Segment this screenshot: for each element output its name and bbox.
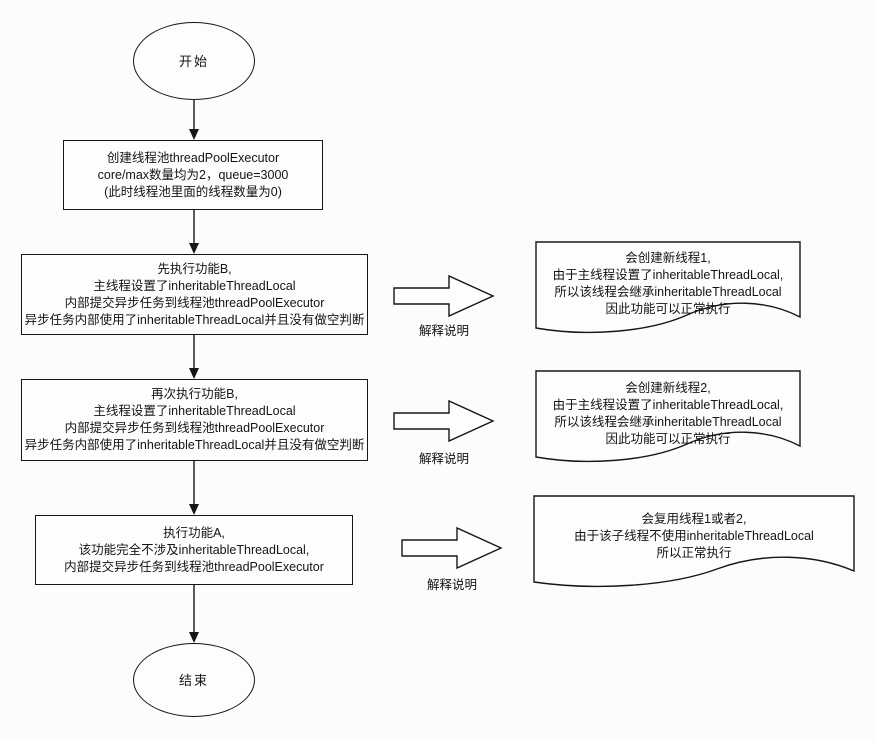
note-node-thread1: 会创建新线程1, 由于主线程设置了inheritableThreadLocal,… xyxy=(535,241,801,336)
note-text: 会创建新线程1, 由于主线程设置了inheritableThreadLocal,… xyxy=(552,251,784,316)
explain-arrow-icon-2 xyxy=(393,399,495,443)
process-create-threadpool: 创建线程池threadPoolExecutor core/max数量均为2，qu… xyxy=(63,140,323,210)
process-text: 先执行功能B, 主线程设置了inheritableThreadLocal 内部提… xyxy=(24,261,365,327)
end-node: 结束 xyxy=(133,643,255,717)
explain-arrow-icon-3 xyxy=(401,526,503,570)
note-text: 会复用线程1或者2, 由于该子线程不使用inheritableThreadLoc… xyxy=(574,512,814,560)
flow-arrow-step3-to-step4 xyxy=(189,461,199,515)
start-node: 开始 xyxy=(133,22,255,100)
process-run-b-first: 先执行功能B, 主线程设置了inheritableThreadLocal 内部提… xyxy=(21,254,368,335)
flow-arrow-start-to-step1 xyxy=(189,100,199,140)
explain-arrow-icon-1 xyxy=(393,274,495,318)
document-shape-icon xyxy=(533,495,855,590)
flow-arrow-step2-to-step3 xyxy=(189,335,199,379)
note-text: 会创建新线程2, 由于主线程设置了inheritableThreadLocal,… xyxy=(552,381,784,446)
process-text: 执行功能A, 该功能完全不涉及inheritableThreadLocal, 内… xyxy=(64,525,324,574)
note-node-thread2: 会创建新线程2, 由于主线程设置了inheritableThreadLocal,… xyxy=(535,370,801,465)
document-shape-icon xyxy=(535,370,801,465)
process-run-b-again: 再次执行功能B, 主线程设置了inheritableThreadLocal 内部… xyxy=(21,379,368,461)
process-text: 再次执行功能B, 主线程设置了inheritableThreadLocal 内部… xyxy=(24,387,365,452)
process-run-a: 执行功能A, 该功能完全不涉及inheritableThreadLocal, 内… xyxy=(35,515,353,585)
start-label: 开始 xyxy=(178,53,209,69)
explain-arrow-label-2: 解释说明 xyxy=(418,452,469,466)
document-shape-icon xyxy=(535,241,801,336)
process-text: 创建线程池threadPoolExecutor core/max数量均为2，qu… xyxy=(97,150,289,199)
note-node-reuse-thread: 会复用线程1或者2, 由于该子线程不使用inheritableThreadLoc… xyxy=(533,495,855,590)
flow-arrow-step1-to-step2 xyxy=(189,210,199,254)
explain-arrow-label-3: 解释说明 xyxy=(426,578,477,592)
end-label: 结束 xyxy=(178,672,209,688)
flow-arrow-step4-to-end xyxy=(189,585,199,643)
explain-arrow-label-1: 解释说明 xyxy=(418,324,469,338)
